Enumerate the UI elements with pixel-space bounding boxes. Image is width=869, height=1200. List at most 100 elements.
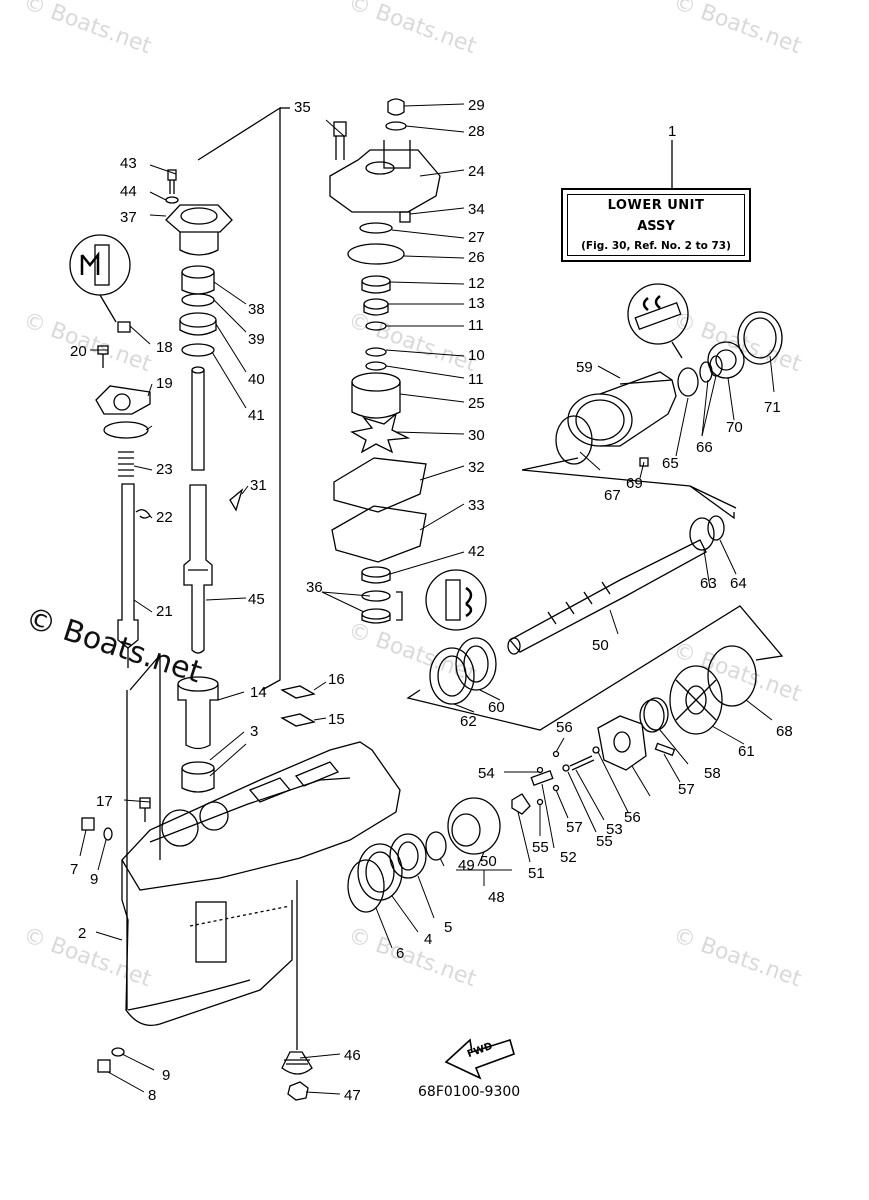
detail-m-inset: [69, 234, 131, 323]
callout-57: 57: [566, 819, 583, 836]
callout-13: 13: [468, 295, 485, 312]
callout-56: 56: [556, 719, 573, 736]
callout-63: 63: [700, 575, 717, 592]
callout-67: 67: [604, 487, 621, 504]
callout-23: 23: [156, 461, 173, 478]
callout-44: 44: [120, 183, 137, 200]
title-line-2: ASSY: [637, 219, 675, 234]
callout-11: 11: [468, 317, 484, 334]
part-67-bearing: [677, 367, 699, 397]
callout-5: 5: [444, 919, 452, 936]
callout-14: 14: [250, 684, 267, 701]
callout-32: 32: [468, 459, 485, 476]
callout-27: 27: [468, 229, 485, 246]
callout-34: 34: [468, 201, 485, 218]
callout-2: 2: [78, 925, 86, 942]
part-43-seal: [361, 566, 391, 584]
part-34-gasket: [331, 505, 427, 563]
part-69-o-ring: [555, 415, 593, 465]
callout-61: 61: [738, 743, 755, 760]
part-27-o-ring: [347, 243, 405, 265]
callout-24: 24: [468, 163, 485, 180]
callout-60: 60: [488, 699, 505, 716]
part-72-washer: [707, 341, 745, 379]
assembly-frame-line: [129, 654, 161, 691]
callout-71: 71: [764, 399, 781, 416]
callout-29: 29: [468, 97, 485, 114]
part-35-grommet: [399, 211, 411, 223]
callout-35: 35: [294, 99, 311, 116]
part-15-pin: [280, 713, 316, 727]
callout-22: 22: [156, 509, 173, 526]
part-36-bolt: [333, 121, 347, 160]
callout-21: 21: [156, 603, 173, 620]
title-line-1: LOWER UNIT: [607, 198, 705, 213]
callout-41: 41: [248, 407, 265, 424]
assembly-frame-line: [197, 106, 281, 691]
callout-64: 64: [730, 575, 747, 592]
fwd-arrow: [444, 1038, 515, 1080]
callout-73: 73: [0, 0, 17, 4]
callout-62: 62: [460, 713, 477, 730]
part-30-grommet: [387, 98, 405, 116]
part-14-sleeve: [177, 676, 219, 750]
callout-69: 69: [626, 475, 643, 492]
part-46-drive-shaft: [183, 484, 213, 654]
part-4-bearing: [357, 843, 403, 901]
callout-3: 3: [250, 723, 258, 740]
callout-4: 4: [424, 931, 432, 948]
part-42-o-ring: [181, 343, 215, 357]
callout-33: 33: [468, 497, 485, 514]
callout-68: 68: [776, 723, 793, 740]
part-7-screw: [81, 817, 95, 831]
part-44-bolt: [167, 169, 177, 194]
callout-65: 65: [662, 455, 679, 472]
callout-66: 66: [696, 439, 713, 456]
fwd-text: FWD: [466, 1041, 494, 1060]
callout-55: 55: [596, 833, 613, 850]
callout-9: 9: [162, 1067, 170, 1084]
callout-53: 53: [606, 821, 623, 838]
part-48-nut: [287, 1081, 309, 1101]
callout-25: 25: [468, 395, 485, 412]
callout-58: 58: [704, 765, 721, 782]
part-40-washer: [181, 293, 215, 307]
callout-31: 31: [250, 477, 267, 494]
callout-16: 16: [328, 671, 345, 688]
callout-9: 9: [90, 871, 98, 888]
part-62-bearing: [455, 637, 497, 691]
part-37-housing: [165, 204, 233, 256]
part-70-shim: [707, 645, 757, 707]
part-22-shift-rod: [117, 483, 139, 668]
part-56-ball-a: [592, 746, 600, 754]
callout-43: 43: [120, 155, 137, 172]
callout-37: 37: [120, 209, 137, 226]
callout-26: 26: [468, 249, 485, 266]
callout-56: 56: [624, 809, 641, 826]
part-6-shim: [347, 859, 385, 913]
callout-72: 72: [0, 0, 17, 4]
callout-10: 10: [468, 347, 485, 364]
part-12-cartridge: [361, 275, 391, 294]
frame-line: [406, 605, 784, 731]
part-57-ball-a: [552, 750, 560, 758]
drawing-code: 68F0100-9300: [418, 1084, 521, 1100]
part-17-screw: [139, 797, 151, 822]
detail-j-inset: [425, 569, 487, 631]
callout-51: 51: [528, 865, 545, 882]
part-33-outer-plate: [333, 457, 427, 513]
part-54-spring: [569, 755, 595, 771]
callout-38: 38: [248, 301, 265, 318]
callout-39: 39: [248, 331, 265, 348]
part-32-key: [229, 488, 244, 512]
part-16-pin: [280, 685, 316, 699]
part-61-bearing-housing: [567, 371, 677, 447]
callout-52: 52: [560, 849, 577, 866]
part-64-shim: [429, 647, 475, 705]
part-41-seal: [179, 312, 217, 336]
frame-line: [521, 457, 737, 509]
callout-46: 46: [344, 1047, 361, 1064]
title-box: LOWER UNIT ASSY (Fig. 30, Ref. No. 2 to …: [561, 188, 751, 262]
callout-49: 49: [458, 857, 475, 874]
